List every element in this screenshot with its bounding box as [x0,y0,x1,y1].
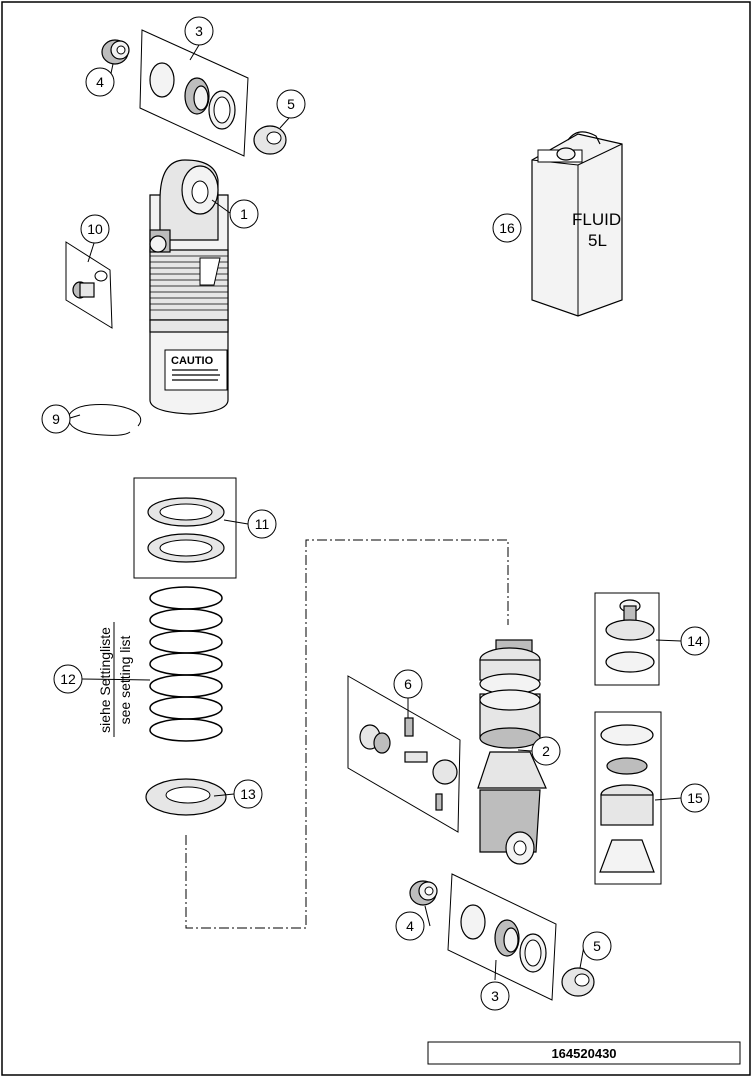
callout-3-bottom: 3 [480,981,510,1011]
callout-6: 6 [393,669,423,699]
bearing-kit-bottom [447,873,557,1001]
callout-4-bottom: 4 [395,911,425,941]
svg-text:5: 5 [287,96,295,112]
damper-unit [477,639,547,865]
callout-3-top: 3 [184,16,214,46]
spring-retainer-kit [133,477,237,579]
svg-text:3: 3 [195,23,203,39]
spring-seat [145,778,227,816]
svg-text:2: 2 [542,743,550,759]
svg-text:4: 4 [96,74,104,90]
callout-2: 2 [531,736,561,766]
svg-text:10: 10 [87,221,103,237]
svg-text:12: 12 [60,671,76,687]
svg-text:1: 1 [240,206,248,222]
svg-text:6: 6 [404,676,412,692]
svg-text:4: 4 [406,918,414,934]
svg-text:11: 11 [255,516,270,532]
svg-text:14: 14 [687,633,703,649]
spring-note-en: see setting list [117,636,133,725]
callout-13: 13 [233,779,263,809]
fluid-volume-label: 5L [588,231,607,250]
svg-text:9: 9 [52,411,60,427]
assembly-connector [185,539,509,929]
svg-text:5: 5 [593,938,601,954]
compression-adjuster-kit [347,675,461,833]
bearing-kit-top [139,29,249,157]
callout-5-bottom: 5 [582,931,612,961]
callout-11: 11 [247,509,277,539]
svg-text:15: 15 [687,790,703,806]
svg-text:3: 3 [491,988,499,1004]
callout-1: 1 [229,199,259,229]
valve-kit [65,241,113,329]
callout-12: 12 [53,664,83,694]
coil-spring [149,586,223,742]
svg-text:13: 13 [240,786,256,802]
callout-15: 15 [680,783,710,813]
seal-ring-top-5 [253,125,287,155]
callout-5-top: 5 [276,89,306,119]
callout-16: 16 [492,213,522,243]
leader-lines [69,44,682,981]
spring-note-de: siehe Settingliste [97,627,113,733]
shock-absorber-body [149,159,229,415]
circlip [68,403,142,436]
bump-stop-kit [594,711,662,885]
fluid-label: FLUID [572,210,621,229]
caution-label: CAUTIO [171,355,214,367]
seal-ring-bottom [409,880,438,906]
seal-ring-top [101,39,130,65]
callout-14: 14 [680,626,710,656]
fluid-can [531,131,623,317]
callout-9: 9 [41,404,71,434]
document-number-box [427,1041,741,1065]
seal-ring-bottom-5 [561,967,595,997]
callout-10: 10 [80,214,110,244]
svg-text:16: 16 [499,220,515,236]
callout-4-top: 4 [85,67,115,97]
document-number: 164520430 [551,1046,616,1061]
piston-kit [594,592,660,686]
